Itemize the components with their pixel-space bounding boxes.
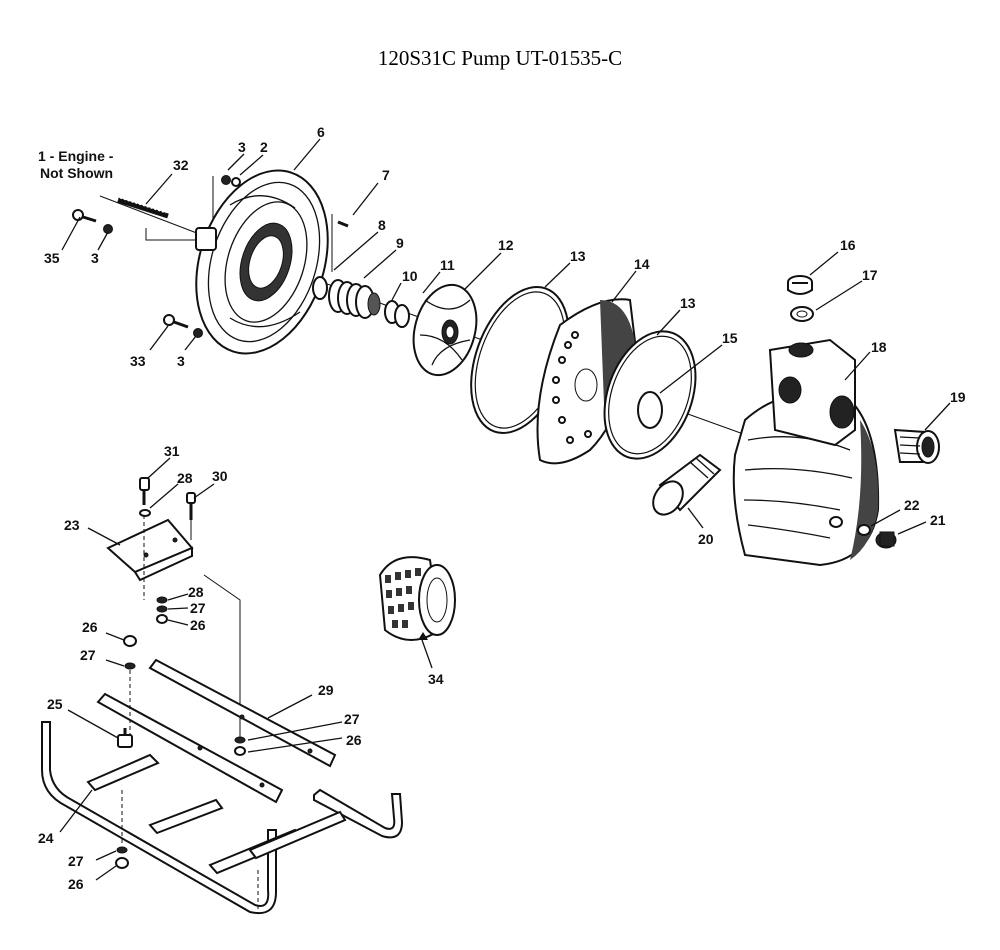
isolator-part-25 [117, 728, 133, 748]
washer-part-28-top [139, 509, 151, 517]
callout-13-lower: 13 [680, 295, 696, 311]
drain-plug-part-21 [875, 531, 897, 549]
ring-part-8 [312, 276, 328, 300]
nut-part-3-left [103, 224, 113, 234]
lockwasher-part-27-rail [234, 736, 246, 744]
callout-18: 18 [871, 339, 887, 355]
callout-26-left: 26 [82, 619, 98, 635]
impeller-part-11 [412, 283, 478, 377]
callout-32: 32 [173, 157, 189, 173]
callout-33: 33 [130, 353, 146, 369]
callout-14: 14 [634, 256, 650, 272]
callout-3-bottom: 3 [177, 353, 185, 369]
callout-3-left: 3 [91, 250, 99, 266]
callout-17: 17 [862, 267, 878, 283]
callout-20: 20 [698, 531, 714, 547]
callout-27-bottom: 27 [68, 853, 84, 869]
nut-part-26-upper [156, 614, 168, 624]
callout-15: 15 [722, 330, 738, 346]
callout-13-upper: 13 [570, 248, 586, 264]
key-part-7 [337, 220, 349, 228]
callout-28-top: 28 [177, 470, 193, 486]
gasket-part-17 [790, 306, 814, 322]
callout-30: 30 [212, 468, 228, 484]
callout-10: 10 [402, 268, 418, 284]
washer-part-22 [857, 524, 871, 536]
callout-8: 8 [378, 217, 386, 233]
nut-part-3-bottom [193, 328, 203, 338]
stud-part-32 [117, 197, 169, 219]
washer-part-28-bottom [156, 596, 168, 604]
callout-34: 34 [428, 671, 444, 687]
callout-3-top: 3 [238, 139, 246, 155]
callout-29: 29 [318, 682, 334, 698]
leader-lines [59, 138, 951, 881]
callout-27-upper: 27 [190, 600, 206, 616]
engine-note-line2: Not Shown [40, 165, 113, 181]
callout-31: 31 [164, 443, 180, 459]
oring-part-15 [637, 391, 663, 429]
callout-25: 25 [47, 696, 63, 712]
nut-part-26-rail [234, 746, 246, 756]
pump-casing-part-18 [732, 338, 880, 567]
bolt-part-31 [139, 477, 150, 505]
nut-part-26-bottom [115, 857, 129, 869]
callout-21: 21 [930, 512, 946, 528]
seal-seat-part-10 [384, 300, 410, 328]
bolt-part-33 [163, 314, 189, 329]
seal-spring-part-9 [328, 279, 381, 319]
mounting-bracket-part-23 [106, 518, 194, 582]
engine-note-line1: 1 - Engine - [38, 148, 114, 164]
callout-26-rail: 26 [346, 732, 362, 748]
adapter-plate-part-6 [195, 169, 329, 355]
callout-27-rail: 27 [344, 711, 360, 727]
callout-26-bottom: 26 [68, 876, 84, 892]
callout-labels: 3 2 6 32 7 8 9 10 11 12 13 14 13 15 16 1… [38, 124, 966, 892]
callout-7: 7 [382, 167, 390, 183]
lockwasher-part-27-left [124, 662, 136, 670]
nipple-part-19 [893, 428, 940, 464]
callout-12: 12 [498, 237, 514, 253]
bolt-part-30 [186, 492, 196, 520]
nut-part-3-top [221, 175, 231, 185]
bolt-part-35 [72, 209, 97, 223]
lockwasher-part-27-bottom [116, 846, 128, 854]
fill-cap-part-16 [787, 275, 813, 295]
callout-16: 16 [840, 237, 856, 253]
callout-22: 22 [904, 497, 920, 513]
callout-9: 9 [396, 235, 404, 251]
lockwasher-part-27-upper [156, 605, 168, 613]
callout-28-bottom: 28 [188, 584, 204, 600]
diagram-title: 120S31C Pump UT-01535-C [377, 46, 623, 70]
nut-part-26-left [123, 635, 137, 647]
rail-part-29 [96, 658, 337, 804]
callout-23: 23 [64, 517, 80, 533]
nipple-part-20 [652, 453, 722, 516]
strainer-part-34 [378, 556, 456, 641]
frame-part-24 [41, 721, 404, 914]
callout-2: 2 [260, 139, 268, 155]
washer-part-2 [231, 177, 241, 187]
callout-35: 35 [44, 250, 60, 266]
callout-26-upper: 26 [190, 617, 206, 633]
callout-11: 11 [440, 257, 455, 273]
callout-27-left: 27 [80, 647, 96, 663]
callout-6: 6 [317, 124, 325, 140]
callout-19: 19 [950, 389, 966, 405]
callout-24: 24 [38, 830, 54, 846]
